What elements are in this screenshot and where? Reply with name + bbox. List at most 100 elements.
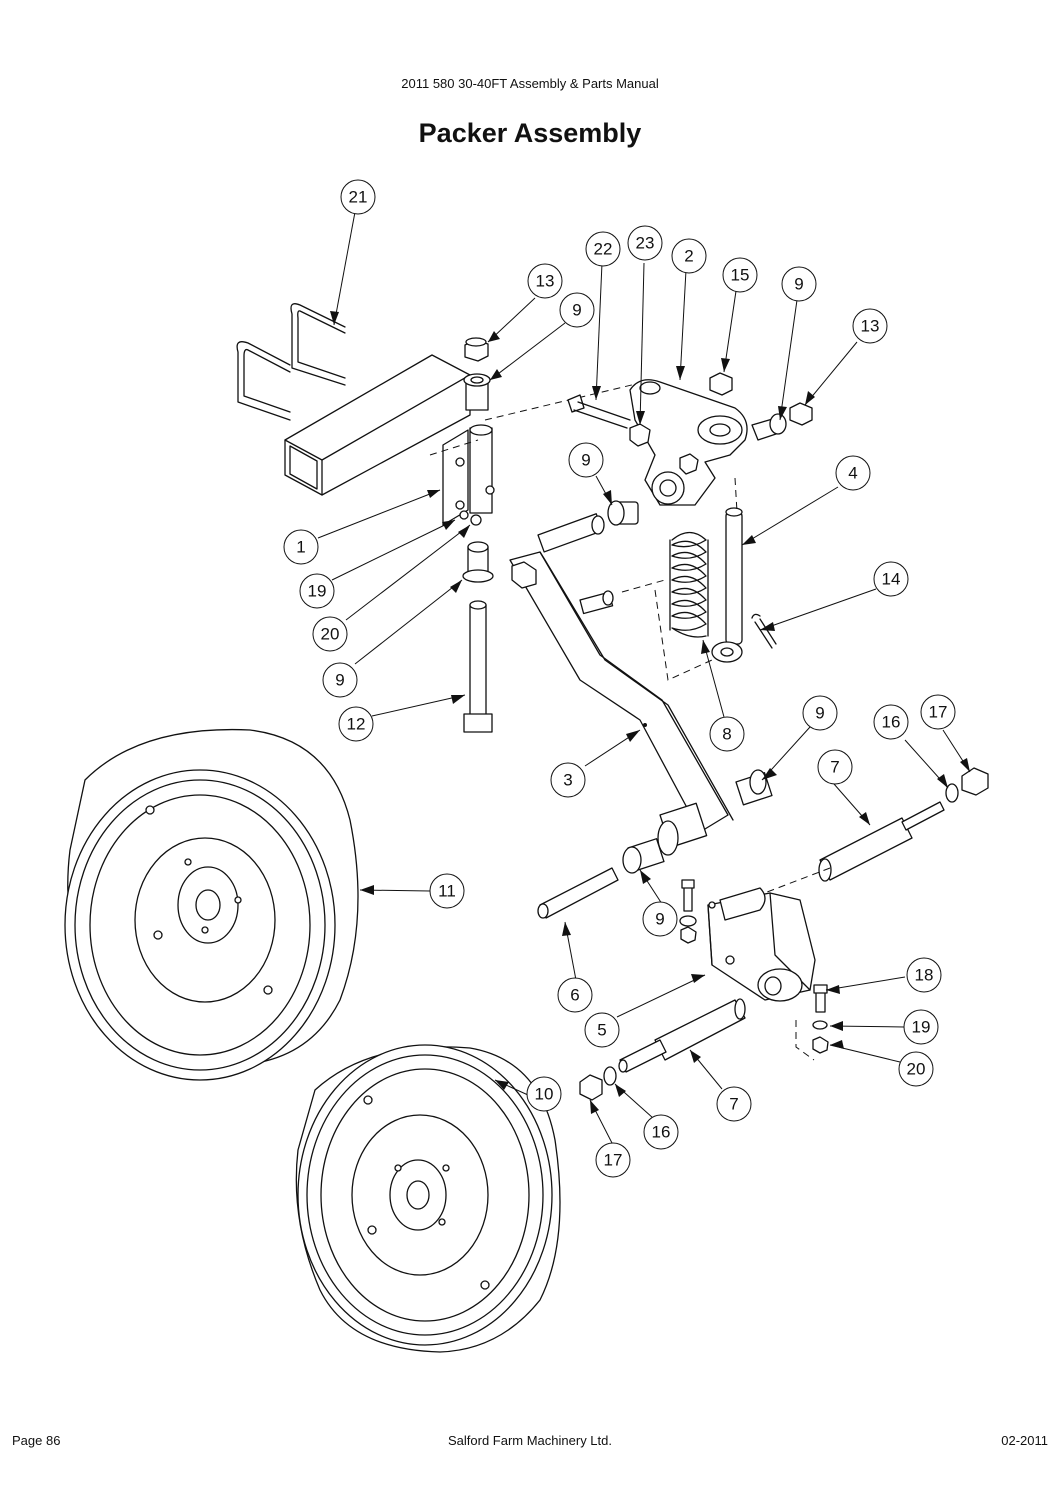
svg-text:12: 12 bbox=[347, 715, 366, 734]
callout-16a: 16 bbox=[873, 704, 909, 740]
svg-text:16: 16 bbox=[652, 1123, 671, 1142]
callout-17b: 17 bbox=[595, 1142, 631, 1178]
svg-text:9: 9 bbox=[581, 451, 590, 470]
svg-text:23: 23 bbox=[636, 234, 655, 253]
svg-text:21: 21 bbox=[349, 188, 368, 207]
pivot-arm bbox=[629, 379, 748, 506]
callout-19b: 19 bbox=[903, 1009, 939, 1045]
nut-15 bbox=[709, 372, 733, 396]
wheel-10 bbox=[295, 1044, 561, 1353]
svg-text:17: 17 bbox=[929, 703, 948, 722]
svg-text:9: 9 bbox=[794, 275, 803, 294]
lower-bushing-bolt bbox=[462, 541, 494, 733]
upper-nut-bushing bbox=[463, 337, 491, 411]
svg-text:18: 18 bbox=[915, 966, 934, 985]
callout-17a: 17 bbox=[920, 694, 956, 730]
callout-20b: 20 bbox=[898, 1051, 934, 1087]
svg-text:16: 16 bbox=[882, 713, 901, 732]
axle-pin-6 bbox=[537, 867, 619, 919]
nut-17-upper bbox=[961, 767, 989, 796]
svg-text:19: 19 bbox=[308, 582, 327, 601]
callout-5: 5 bbox=[584, 1012, 620, 1048]
callout-11: 11 bbox=[429, 873, 465, 909]
callout-4: 4 bbox=[835, 455, 871, 491]
callout-15: 15 bbox=[722, 257, 758, 293]
callout-9c: 9 bbox=[568, 442, 604, 478]
bushing-arm-lower bbox=[657, 769, 773, 856]
leader-lines bbox=[317, 211, 971, 1144]
hub-bolt-set bbox=[679, 879, 697, 944]
callout-9e: 9 bbox=[802, 695, 838, 731]
svg-text:4: 4 bbox=[848, 464, 857, 483]
svg-text:7: 7 bbox=[830, 758, 839, 777]
callout-22: 22 bbox=[585, 231, 621, 267]
callout-23: 23 bbox=[627, 225, 663, 261]
company-name: Salford Farm Machinery Ltd. bbox=[447, 1433, 612, 1448]
callout-20a: 20 bbox=[312, 616, 348, 652]
svg-text:7: 7 bbox=[729, 1095, 738, 1114]
svg-text:9: 9 bbox=[335, 671, 344, 690]
svg-text:11: 11 bbox=[438, 882, 456, 901]
square-tube bbox=[284, 354, 471, 496]
right-bushing-nut bbox=[751, 402, 813, 441]
packer-arm bbox=[509, 513, 734, 833]
svg-text:13: 13 bbox=[861, 317, 880, 336]
callout-7a: 7 bbox=[817, 749, 853, 785]
svg-text:14: 14 bbox=[882, 570, 901, 589]
revision-date: 02-2011 bbox=[1001, 1433, 1048, 1448]
callout-6: 6 bbox=[557, 977, 593, 1013]
wheel-11 bbox=[64, 728, 359, 1081]
svg-text:20: 20 bbox=[321, 625, 340, 644]
callout-14: 14 bbox=[873, 561, 909, 597]
page-number: Page 86 bbox=[12, 1433, 61, 1448]
callout-19a: 19 bbox=[299, 573, 335, 609]
svg-text:2: 2 bbox=[684, 247, 693, 266]
svg-text:9: 9 bbox=[815, 704, 824, 723]
bushing-front bbox=[622, 838, 665, 874]
svg-text:13: 13 bbox=[536, 272, 555, 291]
svg-text:19: 19 bbox=[912, 1018, 931, 1037]
pivot-bracket bbox=[442, 424, 495, 526]
u-bolts bbox=[236, 303, 346, 421]
manual-header: 2011 580 30-40FT Assembly & Parts Manual bbox=[401, 76, 659, 91]
bolt-22 bbox=[567, 394, 631, 429]
hub-housing bbox=[707, 887, 816, 1002]
callout-3: 3 bbox=[550, 762, 586, 798]
callout-21: 21 bbox=[340, 179, 376, 215]
svg-text:5: 5 bbox=[597, 1021, 606, 1040]
callout-18: 18 bbox=[906, 957, 942, 993]
svg-text:9: 9 bbox=[572, 301, 581, 320]
arrowheads bbox=[330, 311, 970, 1114]
callout-9a: 9 bbox=[559, 292, 595, 328]
axle-7-lower bbox=[618, 998, 746, 1073]
callout-9b: 9 bbox=[781, 266, 817, 302]
callout-16b: 16 bbox=[643, 1114, 679, 1150]
page-title: Packer Assembly bbox=[418, 118, 642, 148]
callout-9f: 9 bbox=[642, 901, 678, 937]
callout-13a: 13 bbox=[527, 263, 563, 299]
svg-text:3: 3 bbox=[563, 771, 572, 790]
svg-text:6: 6 bbox=[570, 986, 579, 1005]
svg-text:22: 22 bbox=[594, 240, 613, 259]
svg-text:17: 17 bbox=[604, 1151, 623, 1170]
cotter-pin bbox=[751, 613, 777, 649]
svg-text:10: 10 bbox=[535, 1085, 554, 1104]
bushing-mid bbox=[607, 500, 639, 526]
callout-7b: 7 bbox=[716, 1086, 752, 1122]
axle-7-upper bbox=[818, 801, 945, 882]
svg-text:1: 1 bbox=[296, 538, 305, 557]
washer-16-upper bbox=[945, 783, 959, 803]
spring bbox=[669, 531, 709, 638]
spring-rod bbox=[711, 507, 743, 663]
callout-2: 2 bbox=[671, 238, 707, 274]
callout-1: 1 bbox=[283, 529, 319, 565]
washer-16-lower bbox=[603, 1066, 617, 1086]
svg-text:15: 15 bbox=[731, 266, 750, 285]
callout-13b: 13 bbox=[852, 308, 888, 344]
nut-17-lower bbox=[579, 1074, 603, 1101]
callout-9d: 9 bbox=[322, 662, 358, 698]
hub-bolt-set-right bbox=[812, 984, 829, 1054]
callout-8: 8 bbox=[709, 716, 745, 752]
svg-text:20: 20 bbox=[907, 1060, 926, 1079]
